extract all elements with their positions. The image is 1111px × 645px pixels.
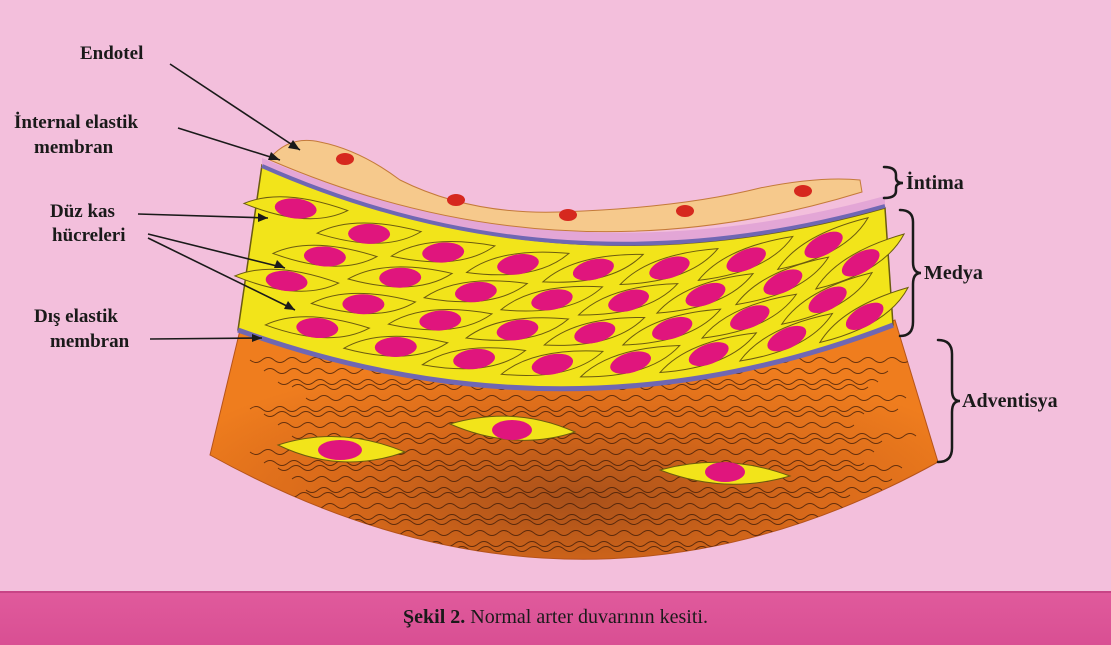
label-endotel: Endotel [80, 43, 143, 65]
adventitia-bracket [938, 340, 960, 462]
label-duz-kas-line1: Düz kas [50, 201, 115, 223]
label-dis-elastik-line1: Dış elastik [34, 306, 118, 328]
label-medya: Medya [924, 262, 983, 284]
media-bracket [900, 210, 921, 336]
label-duz-kas-line2: hücreleri [52, 225, 126, 247]
intima-bracket [884, 167, 903, 198]
label-internal-elastic-line2: membran [34, 137, 113, 159]
label-adventisya: Adventisya [962, 390, 1058, 412]
label-dis-elastik-line2: membran [50, 331, 129, 353]
figure-caption: Şekil 2. Normal arter duvarının kesiti. [0, 606, 1111, 629]
caption-figure-number: Şekil 2. [403, 606, 465, 628]
label-intima: İntima [906, 172, 964, 194]
label-internal-elastic-line1: İnternal elastik [14, 112, 138, 134]
caption-text: Normal arter duvarının kesiti. [465, 606, 708, 628]
